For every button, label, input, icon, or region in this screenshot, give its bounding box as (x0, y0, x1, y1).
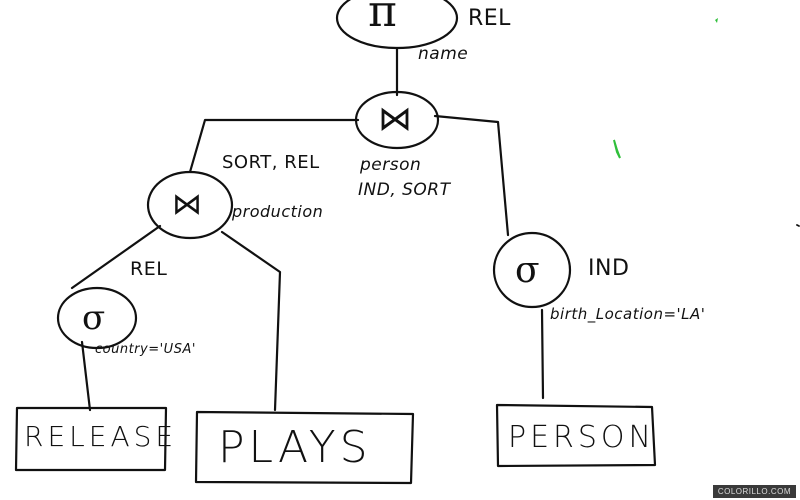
projection-condition: name (418, 44, 469, 64)
release-select-annotation: REL (130, 258, 168, 280)
plays-relation-label: PLAYS (218, 422, 372, 473)
green-mark-small (715, 18, 718, 23)
edge-person-select-to-person (540, 308, 545, 400)
edge-mark-right (796, 224, 800, 227)
release-select-condition: country='USA' (95, 342, 196, 357)
release-box (14, 406, 168, 472)
top-join-condition-sort: IND, SORT (358, 180, 451, 200)
person-select-node (492, 231, 572, 309)
projection-annotation: REL (468, 6, 511, 31)
projection-symbol: π (368, 0, 397, 37)
edge-join-to-right (433, 114, 510, 237)
release-select-node (56, 286, 138, 350)
plays-box (194, 410, 415, 485)
top-join-symbol: ⋈ (378, 99, 412, 139)
release-select-symbol: σ (82, 298, 106, 338)
release-relation-label: RELEASE (24, 420, 178, 453)
green-mark-stroke (613, 139, 621, 159)
left-join-condition: production (232, 202, 324, 221)
left-join-symbol: ⋈ (172, 187, 202, 222)
left-join-annotation: SORT, REL (222, 152, 320, 173)
projection-node (335, 0, 459, 50)
edge-left-to-plays (220, 230, 282, 412)
person-box (495, 403, 657, 468)
person-select-annotation: IND (588, 256, 630, 281)
top-join-condition-person: person (360, 155, 422, 175)
edge-join-to-left (188, 118, 360, 174)
edge-left-to-release-select (70, 224, 162, 290)
watermark: COLORILLO.COM (712, 485, 796, 498)
left-join-node (146, 170, 234, 240)
person-select-condition: birth_Location='LA' (550, 305, 706, 323)
top-join-node (354, 90, 440, 150)
person-relation-label: PERSON (508, 420, 655, 455)
person-select-symbol: σ (515, 250, 540, 291)
edge-release-select-to-release (80, 340, 92, 412)
